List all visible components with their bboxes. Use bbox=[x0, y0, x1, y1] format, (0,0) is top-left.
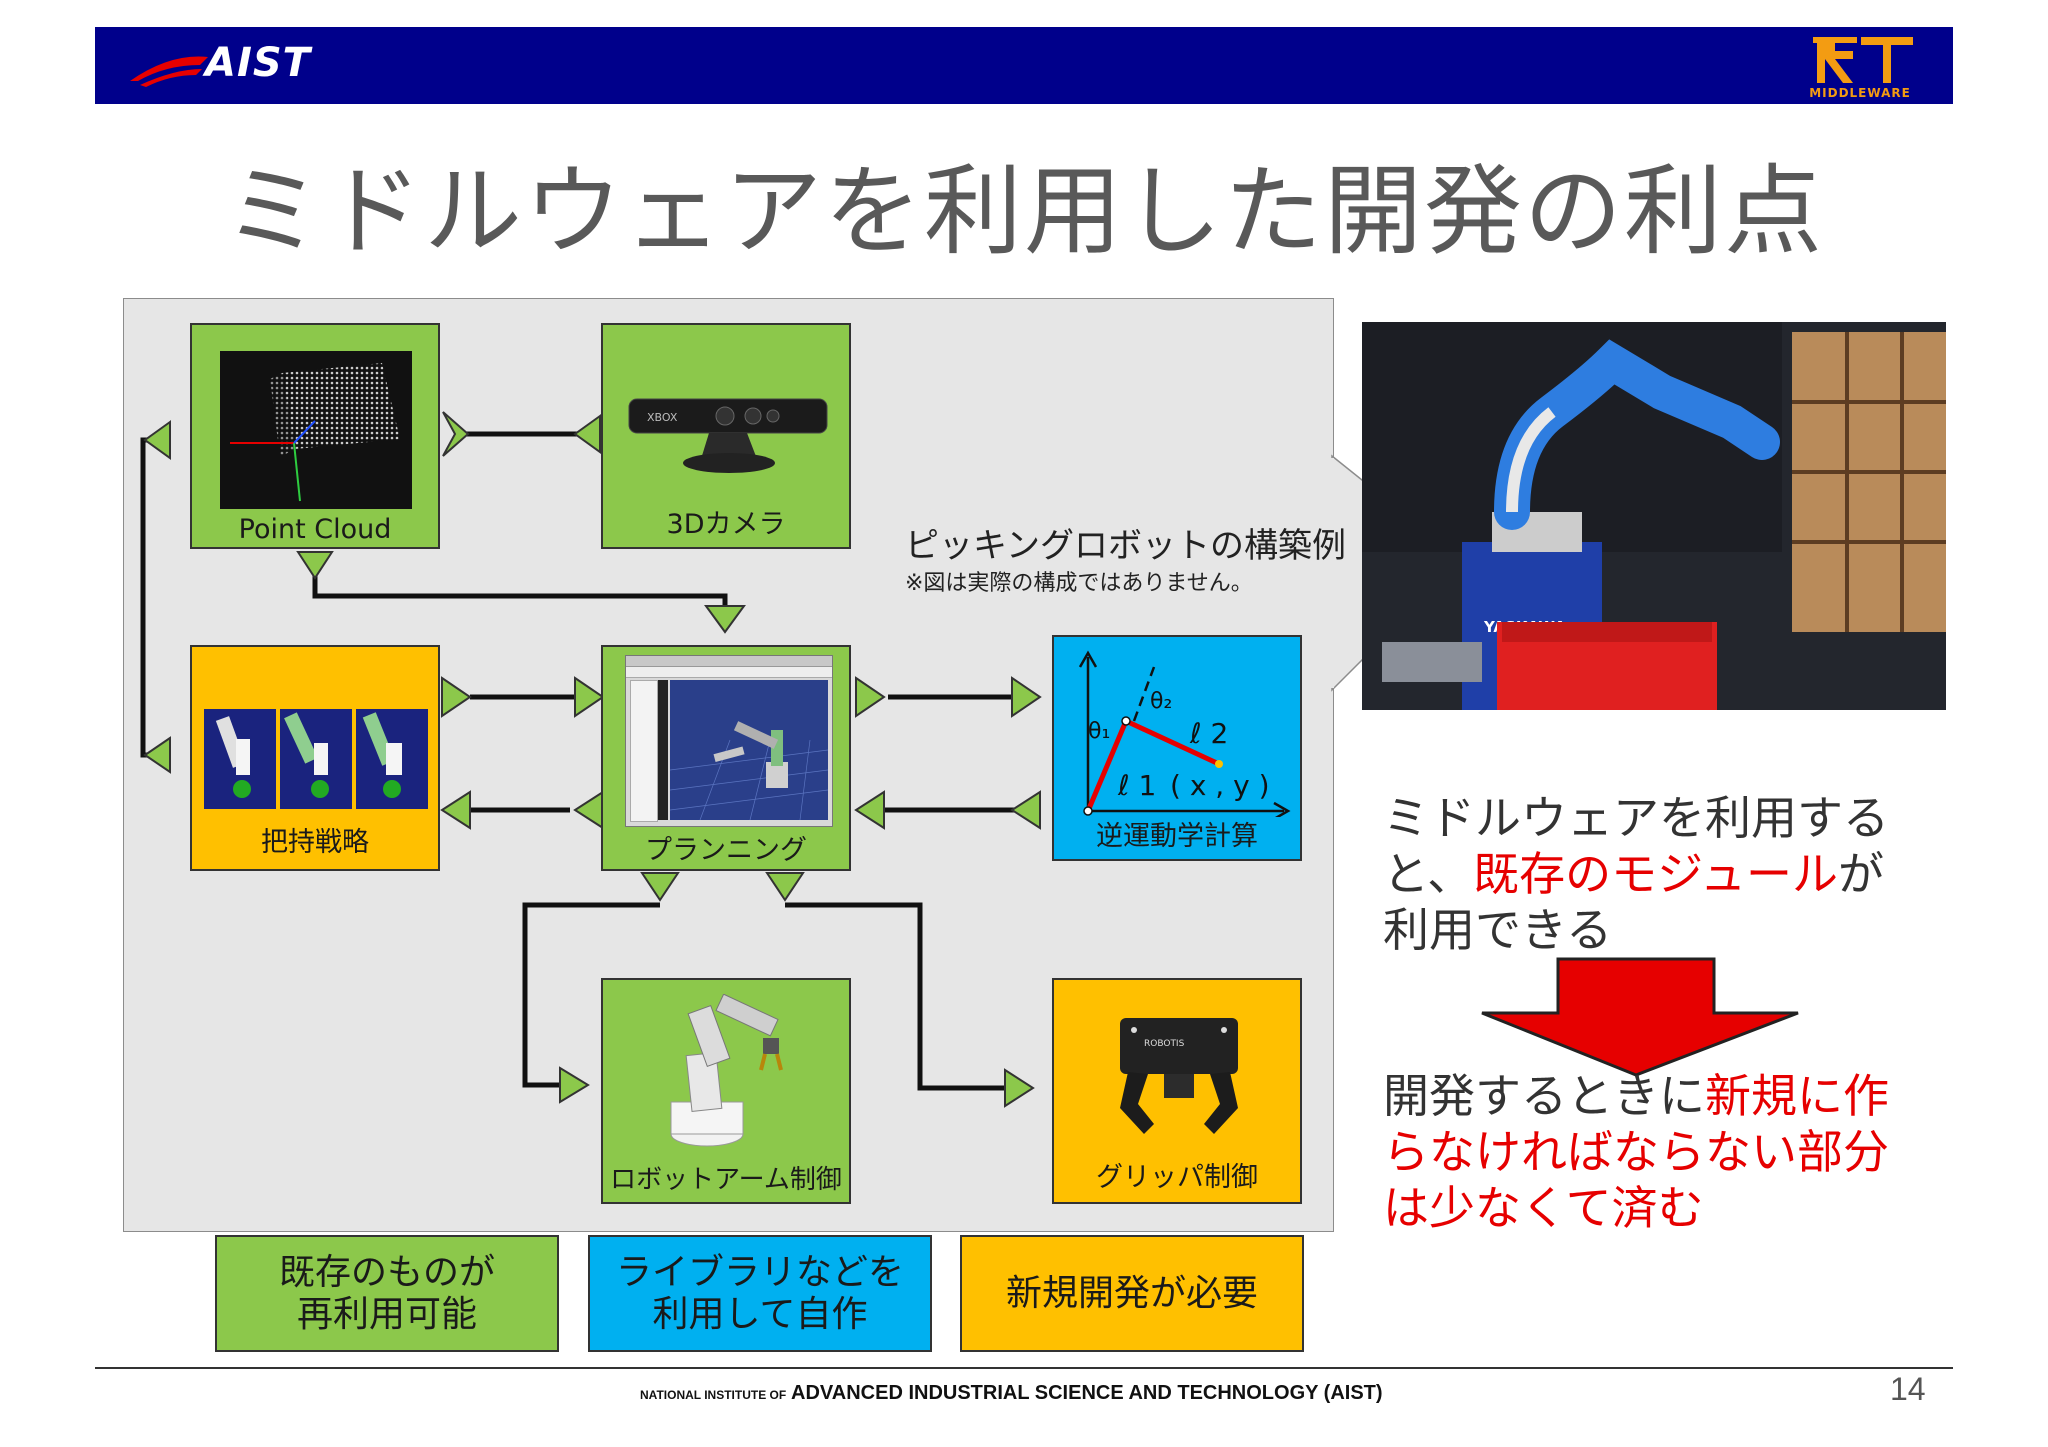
ik-diagram bbox=[1078, 650, 1291, 817]
robot-arm-box: ロボットアーム制御 bbox=[601, 978, 851, 1204]
grasp-images bbox=[204, 709, 430, 809]
side-text-existing-module: 既存のモジュール bbox=[1473, 847, 1838, 901]
legend-new: 新規開発が必要 bbox=[960, 1235, 1304, 1352]
legend-existing-line2: 再利用可能 bbox=[296, 1293, 477, 1335]
callout-note: ※図は実際の構成ではありません。 bbox=[905, 571, 1253, 596]
planning-label: プランニング bbox=[645, 835, 807, 866]
side-text-line4-red: 新規に作 bbox=[1705, 1069, 1889, 1123]
camera-box: XBOX 3Dカメラ bbox=[601, 323, 851, 549]
legend-library: ライブラリなどを利用して自作 bbox=[588, 1235, 932, 1352]
header-bar bbox=[95, 27, 1953, 104]
side-text-line4-a: 開発するときに bbox=[1383, 1069, 1705, 1123]
footer-text: NATIONAL INSTITUTE OF ADVANCED INDUSTRIA… bbox=[640, 1382, 1383, 1405]
point-cloud-box: Point Cloud bbox=[190, 323, 440, 549]
down-arrow-icon bbox=[1481, 957, 1799, 1077]
ik-l2: ℓ 2 bbox=[1190, 717, 1229, 750]
footer-main-text: ADVANCED INDUSTRIAL SCIENCE AND TECHNOLO… bbox=[791, 1382, 1383, 1404]
legend-existing: 既存のものが再利用可能 bbox=[215, 1235, 559, 1352]
gripper-brand-text: ROBOTIS bbox=[1144, 1039, 1185, 1049]
ik-label: 逆運動学計算 bbox=[1096, 821, 1258, 852]
legend-library-line2: 利用して自作 bbox=[652, 1293, 868, 1335]
side-text-line5: らなければならない部分 bbox=[1383, 1125, 1889, 1179]
grasp-strategy-box: 把持戦略 bbox=[190, 645, 440, 871]
grasp-image-2 bbox=[280, 709, 352, 809]
side-text-line3: 利用できる bbox=[1383, 903, 1613, 957]
callout-title: ピッキングロボットの構築例 bbox=[905, 526, 1346, 566]
camera-brand-text: XBOX bbox=[647, 411, 678, 424]
rt-logo-caption: MIDDLEWARE bbox=[1809, 86, 1911, 100]
side-text-line1: ミドルウェアを利用する bbox=[1383, 791, 1889, 845]
gripper-label: グリッパ制御 bbox=[1096, 1162, 1258, 1193]
page-title: ミドルウェアを利用した開発の利点 bbox=[223, 155, 1824, 269]
robot-arm-label: ロボットアーム制御 bbox=[610, 1165, 842, 1195]
footer-divider bbox=[95, 1367, 1953, 1369]
camera-label: 3Dカメラ bbox=[666, 509, 786, 540]
gripper-box: ROBOTIS グリッパ制御 bbox=[1052, 978, 1302, 1204]
gripper-icon: ROBOTIS bbox=[1120, 1018, 1238, 1134]
side-text-line2: と、既存のモジュールが bbox=[1383, 846, 1884, 902]
robot-arm-icon bbox=[670, 994, 783, 1147]
side-text-line2-a: と、 bbox=[1383, 847, 1474, 901]
side-text-line4: 開発するときに新規に作 bbox=[1383, 1068, 1889, 1124]
point-cloud-label: Point Cloud bbox=[238, 514, 392, 545]
point-cloud-image bbox=[220, 351, 412, 509]
planning-screenshot bbox=[625, 655, 833, 827]
footer-small-text: NATIONAL INSTITUTE OF bbox=[640, 1388, 787, 1402]
kinect-camera-icon: XBOX bbox=[628, 398, 828, 473]
grasp-image-1 bbox=[204, 709, 276, 809]
grasp-image-3 bbox=[356, 709, 428, 809]
ik-theta2: θ₂ bbox=[1150, 689, 1173, 714]
legend-library-line1: ライブラリなどを bbox=[615, 1251, 904, 1293]
legend-existing-line1: 既存のものが bbox=[278, 1251, 495, 1293]
ik-theta1: θ₁ bbox=[1088, 719, 1111, 744]
ik-l1: ℓ 1 bbox=[1118, 769, 1157, 802]
ik-box: θ₁ θ₂ ℓ 2 ℓ 1 ( x , y ) 逆運動学計算 bbox=[1052, 635, 1302, 861]
aist-logo-text: AIST bbox=[205, 40, 311, 86]
side-text-line6: は少なくて済む bbox=[1383, 1181, 1704, 1235]
robot-photo: YASKAWA bbox=[1362, 322, 1946, 710]
aist-logo-icon bbox=[130, 56, 208, 87]
ik-xy: ( x , y ) bbox=[1170, 769, 1270, 802]
page-number: 14 bbox=[1890, 1371, 1926, 1407]
grasp-strategy-label: 把持戦略 bbox=[261, 827, 369, 858]
planning-box: プランニング bbox=[601, 645, 851, 871]
rt-logo-icon bbox=[1813, 37, 1913, 83]
side-text-line2-b: が bbox=[1837, 847, 1884, 901]
rt-middleware-logo bbox=[1795, 29, 1930, 103]
